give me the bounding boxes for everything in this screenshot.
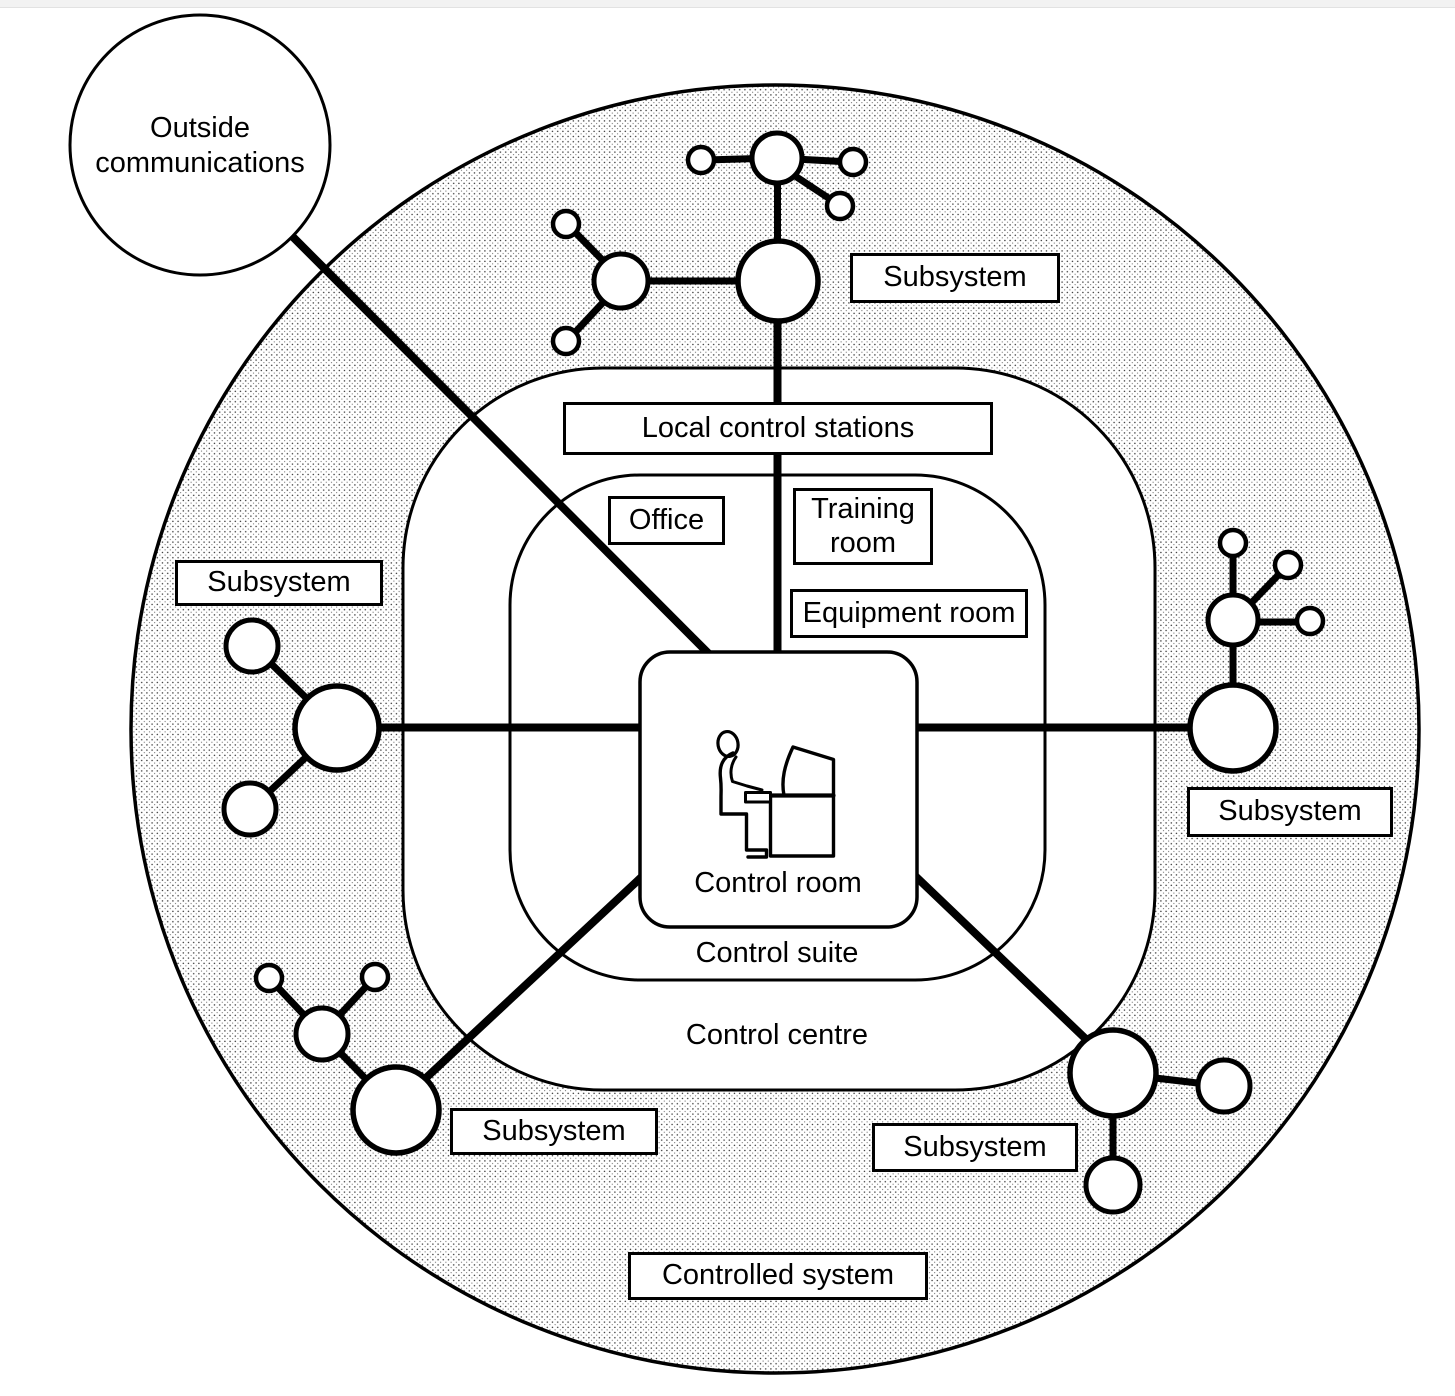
connector-outside-communications-line — [284, 228, 716, 661]
person-body-and-chair — [718, 751, 769, 859]
subsystem-cluster-right — [1187, 527, 1326, 774]
connector-bottom-right-subsystem-line — [907, 868, 1093, 1046]
outside-communications-circle — [68, 13, 332, 277]
control-room-region — [638, 650, 919, 929]
label-office: Office — [608, 496, 725, 545]
label-subsystem-right: Subsystem — [1187, 787, 1393, 837]
label-subsystem-bottom-left: Subsystem — [450, 1108, 658, 1155]
person-arm — [729, 755, 764, 792]
label-local-control-stations: Local control stations — [563, 402, 993, 455]
subsystem-cluster-bottom-left — [253, 961, 442, 1156]
subsystem-cluster-top — [550, 130, 869, 357]
label-subsystem-left: Subsystem — [175, 560, 383, 606]
connector-bottom-left-subsystem-line — [410, 868, 651, 1093]
console-screen — [781, 745, 836, 798]
subsystem-cluster-left — [221, 617, 382, 838]
console-desk — [768, 793, 836, 858]
person-at-console-icon — [716, 729, 836, 859]
label-subsystem-top: Subsystem — [850, 253, 1060, 303]
console-keyboard-tray — [744, 791, 772, 804]
window-edge-strip — [0, 0, 1455, 8]
label-equipment-room: Equipment room — [790, 589, 1028, 638]
label-outside-communications: Outside communications — [95, 111, 305, 179]
label-control-centre: Control centre — [685, 1018, 869, 1051]
label-control-suite: Control suite — [695, 936, 859, 969]
label-training-room: Training room — [793, 488, 933, 565]
label-control-room: Control room — [694, 866, 862, 899]
connector-lines — [284, 228, 1235, 1093]
label-controlled-system: Controlled system — [628, 1252, 928, 1300]
label-subsystem-bottom-right: Subsystem — [872, 1123, 1078, 1172]
subsystem-node-circles — [221, 130, 1326, 1215]
subsystem-cluster-bottom-right — [1067, 1027, 1253, 1215]
